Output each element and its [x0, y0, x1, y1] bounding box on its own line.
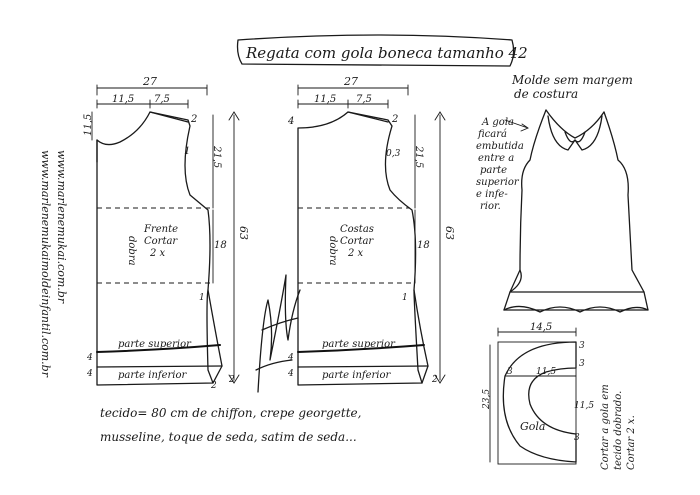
back-width: 27 [343, 75, 358, 88]
url-kids: www.marlenemukaimoldeinfantil.com.br [39, 150, 52, 378]
collar-left-3: 3 [507, 367, 513, 377]
signature [255, 274, 301, 393]
back-hem: 2 [431, 375, 438, 385]
collar-mid-3: 3 [579, 359, 585, 369]
collar-note-8: rior. [480, 201, 501, 212]
collar-note: A gola ficará embutida entre a parte sup… [476, 117, 529, 212]
collar-note-7: e infe- [476, 189, 508, 200]
url-main: www.marlenemukai.com.br [55, 150, 68, 304]
back-upper-band: 4 [287, 353, 294, 363]
front-side-mark: 1 [199, 293, 205, 303]
front-cut-label: Cortar [144, 236, 178, 247]
collar-cut-note-1: Cortar a gola em [600, 384, 611, 470]
back-upper-label: parte superior [322, 339, 396, 350]
collar-cut-note-2: tecido dobrado. [613, 391, 624, 470]
back-cut-label: Cortar [340, 236, 374, 247]
fabric-note-1: tecido= 80 cm de chiffon, crepe georgett… [100, 406, 361, 420]
collar-cut-note-3: Cortar 2 x. [626, 415, 637, 470]
back-neck-width: 11,5 [314, 94, 336, 105]
collar-bottom-3: 3 [574, 433, 580, 443]
front-drop: 2 [190, 114, 197, 125]
back-label: Costas [340, 224, 374, 235]
collar-neck: 11,5 [536, 367, 556, 377]
back-side-mark: 1 [402, 293, 408, 303]
back-piece: 27 11,5 7,5 2 4 0,3 21,5 18 63 Costas Co… [287, 75, 456, 386]
back-waist-height: 18 [417, 240, 430, 251]
website-urls: www.marlenemukai.com.br www.marlenemukai… [39, 150, 68, 378]
front-fold-label: dobra [126, 236, 137, 266]
seam-note: Molde sem margem [511, 73, 633, 87]
back-lower-band: 4 [287, 369, 294, 379]
collar-label: Gola [520, 420, 546, 433]
front-hem-slant: 2 [210, 381, 217, 391]
fabric-note-2: musseline, toque de seda, satim de seda.… [100, 430, 357, 444]
seam-note-2: de costura [514, 87, 578, 101]
front-label: Frente [143, 224, 178, 235]
collar-note-4: entre a [478, 153, 514, 164]
collar-note-3: embutida [476, 141, 524, 152]
front-hem: 2 [228, 375, 235, 385]
back-bust-height: 21,5 [413, 145, 424, 168]
collar-note-5: parte [480, 165, 507, 176]
front-outline [96, 111, 214, 386]
back-length: 63 [443, 226, 456, 240]
front-piece: 27 11,5 7,5 2 1 11,5 21,5 18 63 Frente C… [83, 75, 250, 391]
collar-note-1: A gola [481, 117, 514, 128]
collar-note-2: ficará [477, 129, 507, 140]
back-shoulder: 7,5 [356, 94, 372, 105]
collar-top-3: 3 [579, 341, 585, 351]
front-length: 63 [237, 226, 250, 240]
front-armhole-mark: 1 [184, 146, 190, 157]
front-shoulder: 7,5 [154, 94, 170, 105]
back-drop: 2 [391, 114, 398, 125]
collar-side: 11,5 [574, 401, 594, 411]
front-lower-band: 4 [86, 369, 93, 379]
page-title: Regata com gola boneca tamanho 42 [245, 44, 528, 62]
front-upper-label: parte superior [118, 339, 192, 350]
title-box: Regata com gola boneca tamanho 42 [236, 34, 528, 67]
front-lower-label: parte inferior [118, 370, 188, 381]
collar-width: 14,5 [530, 322, 552, 333]
garment-illustration [503, 109, 649, 313]
front-bust-height: 21,5 [211, 145, 222, 168]
back-fold-label: dobra [327, 236, 338, 266]
front-neck-width: 11,5 [112, 94, 134, 105]
back-neck-depth: 4 [287, 116, 294, 127]
back-cut-count: 2 x [347, 248, 364, 259]
collar-pattern: 14,5 3 3 11,5 3 23,5 11,5 3 Gola Cortar … [482, 322, 637, 470]
collar-height: 23,5 [482, 389, 492, 410]
back-armhole-mark: 0,3 [386, 149, 401, 159]
back-lower-label: parte inferior [322, 370, 392, 381]
collar-note-6: superior [476, 177, 520, 188]
front-waist-height: 18 [214, 240, 227, 251]
front-upper-band: 4 [86, 353, 93, 363]
collar-outline [502, 341, 577, 463]
front-neck-depth: 11,5 [83, 114, 94, 136]
front-width: 27 [142, 75, 157, 88]
front-cut-count: 2 x [149, 248, 166, 259]
